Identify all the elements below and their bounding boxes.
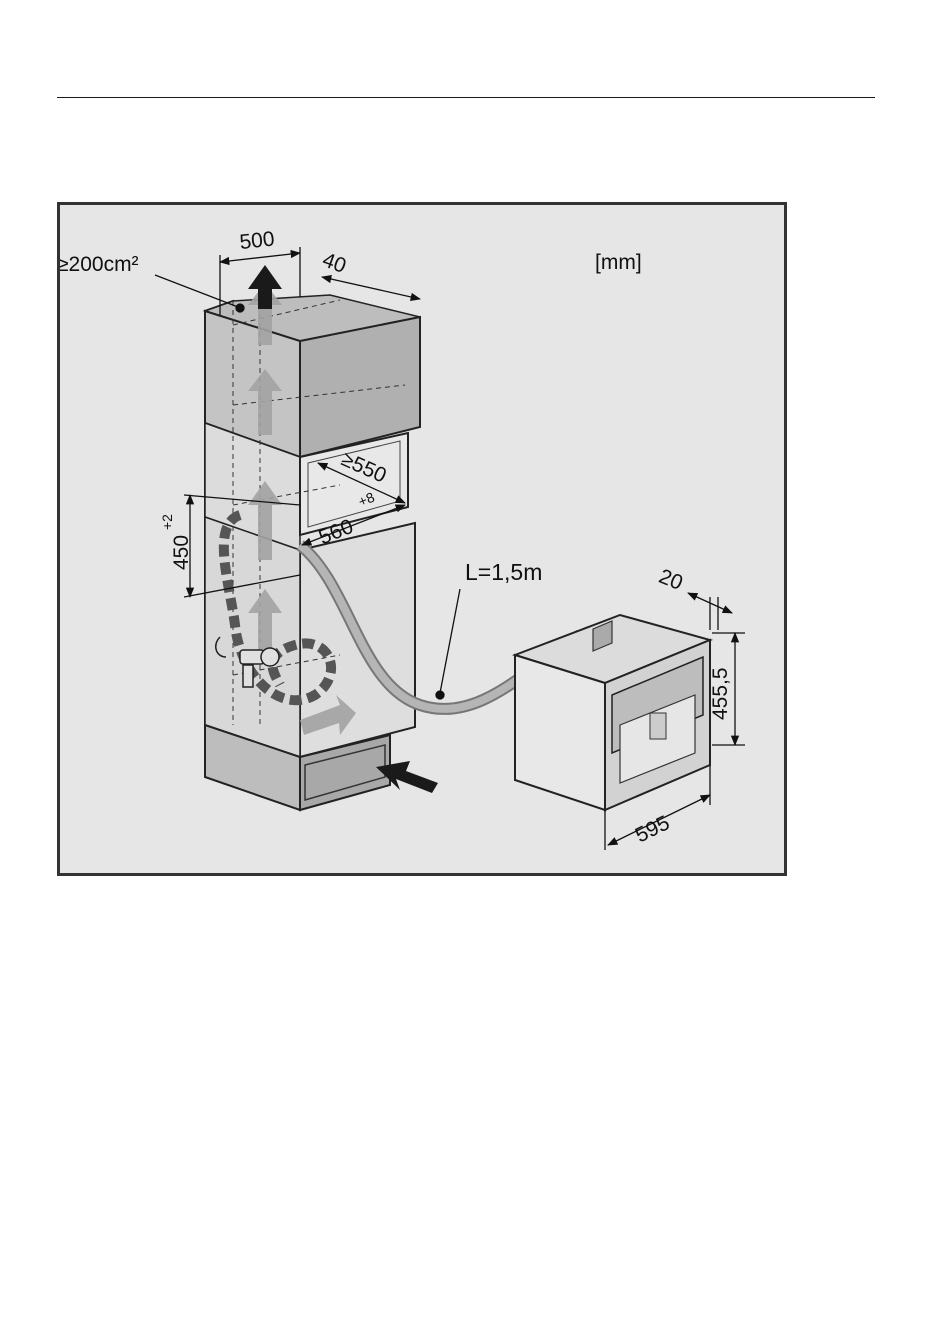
cable-length-label: L=1,5m [465, 559, 542, 585]
cabinet-width-label: 500 [238, 228, 275, 255]
top-gap-label: 40 [319, 248, 349, 278]
appliance [515, 615, 710, 810]
vent-area-label: ≥200cm² [60, 253, 139, 276]
appliance-height-label: 455,5 [709, 667, 732, 720]
unit-label: [mm] [595, 251, 642, 274]
front-depth-label: 20 [656, 565, 686, 595]
installation-diagram: [mm] ≥200cm² 500 40 ≥550 560 +8 450 +2 L… [57, 202, 787, 876]
niche-height-tolerance: +2 [159, 514, 175, 530]
header-rule [57, 97, 875, 98]
diagram-canvas: [mm] ≥200cm² 500 40 ≥550 560 +8 450 +2 L… [60, 205, 784, 873]
niche-height-value: 450 [170, 535, 193, 570]
